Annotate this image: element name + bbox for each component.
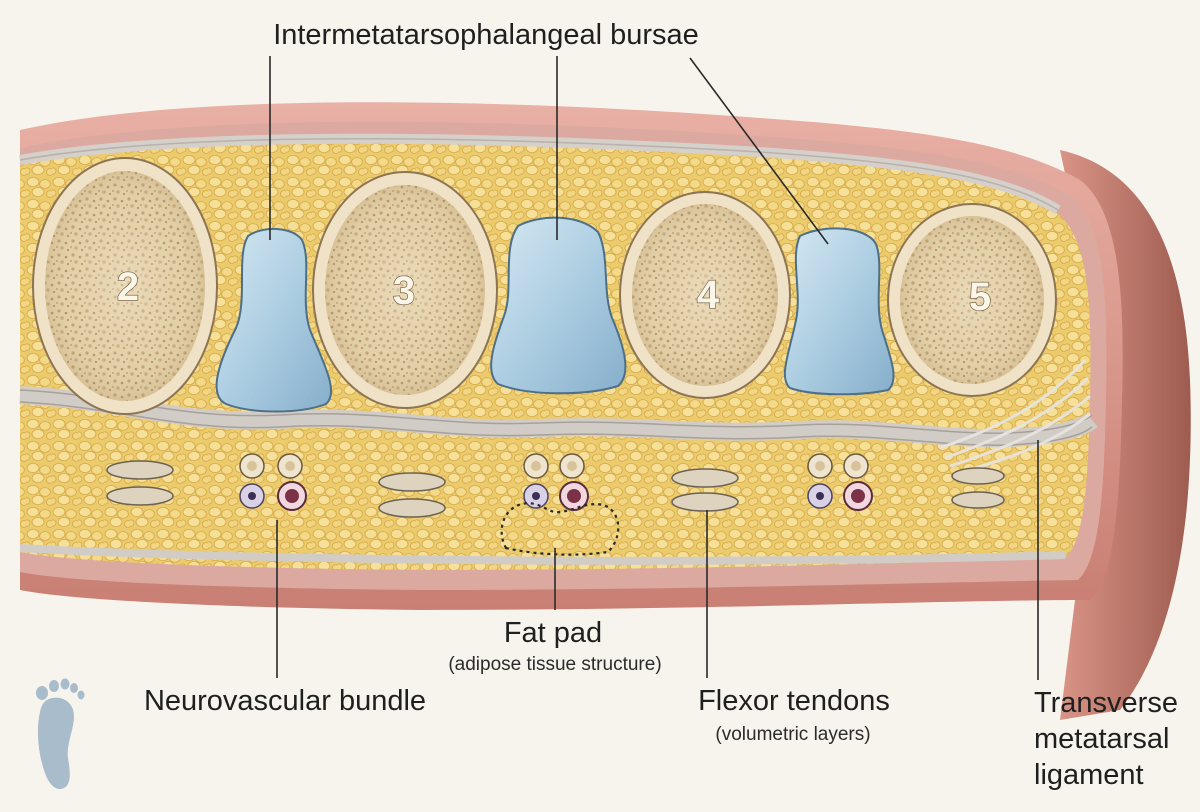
label-flexor: Flexor tendons — [698, 685, 890, 717]
flexor-tendon-pair-3 — [671, 468, 739, 512]
label-neurovascular: Neurovascular bundle — [144, 685, 426, 717]
leader-lines — [269, 56, 1039, 680]
label-fat-pad-sub: (adipose tissue structure) — [448, 654, 661, 675]
fat-pad-outline — [500, 502, 620, 556]
bone-label-2: 2 — [117, 265, 139, 309]
metatarsal-bone-3 — [312, 171, 498, 409]
bone-label-5: 5 — [969, 275, 991, 319]
neurovascular-bundle-3 — [807, 453, 873, 511]
plantar-skin-fascia — [19, 544, 1066, 565]
metatarsal-bone-4 — [619, 191, 791, 399]
metatarsal-bone-2 — [32, 157, 218, 415]
bone-label-3: 3 — [393, 269, 415, 313]
metatarsal-bone-5 — [887, 203, 1057, 397]
flexor-tendon-pair-4 — [951, 467, 1005, 509]
bone-label-4: 4 — [697, 273, 720, 317]
bursa-2 — [490, 216, 627, 395]
label-ligament-line1: Transverse — [1034, 687, 1178, 719]
bursa-3 — [783, 227, 895, 396]
flexor-tendon-pair-1 — [106, 460, 174, 506]
flexor-tendon-pair-2 — [378, 472, 446, 518]
label-flexor-sub: (volumetric layers) — [715, 724, 870, 745]
label-ligament-line3: ligament — [1034, 759, 1144, 791]
label-fat-pad: Fat pad — [504, 617, 602, 649]
label-ligament-line2: metatarsal — [1034, 723, 1169, 755]
bursa-1 — [215, 227, 332, 413]
neurovascular-bundle-2 — [523, 453, 589, 511]
label-bursae: Intermetatarsophalangeal bursae — [273, 19, 699, 51]
foot-icon — [36, 678, 85, 790]
plantar-fascia — [19, 386, 1098, 448]
neurovascular-bundle-1 — [239, 453, 307, 511]
